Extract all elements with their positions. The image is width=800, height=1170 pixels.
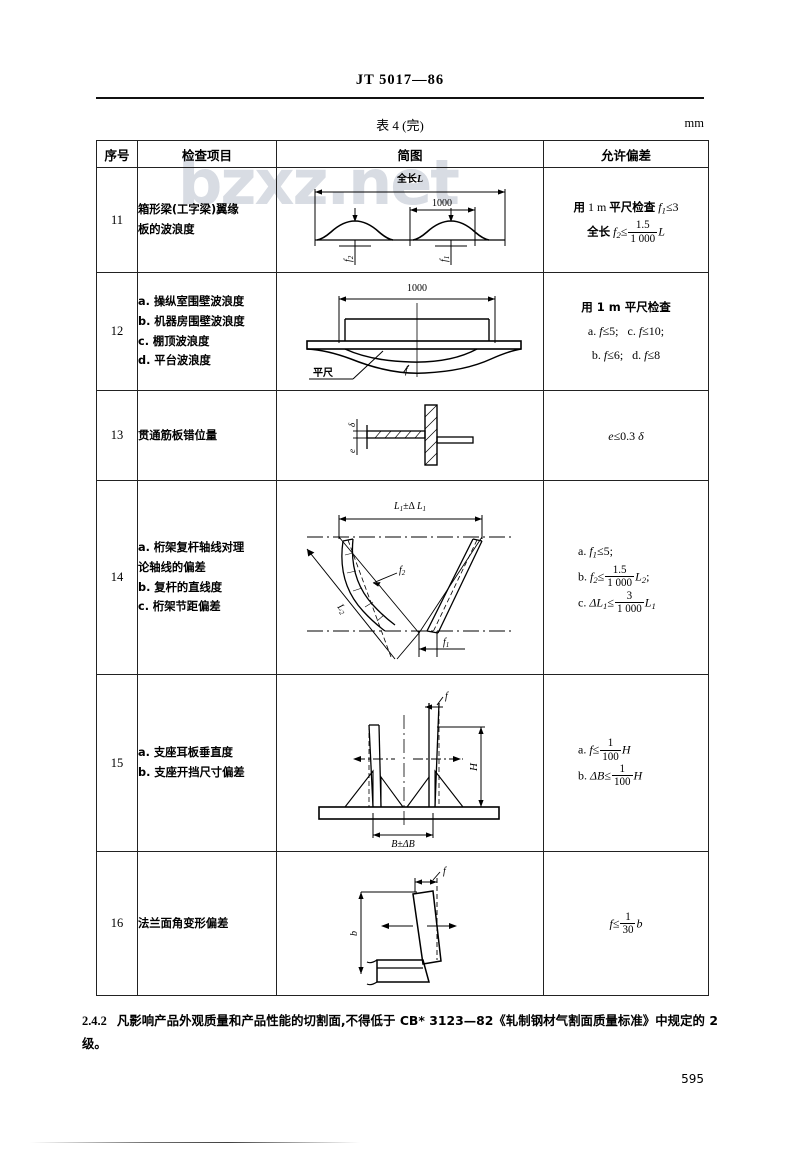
inspection-item: a. 桁架复杆轴线对理 论轴线的偏差 b. 复杆的直线度 c. 桁架节距偏差 <box>137 480 277 675</box>
tolerance-cell: 用 1 m 平尺检查 a. f≤5; c. f≤10; b. f≤6; d. f… <box>543 272 709 391</box>
label-L1: L1±Δ L1 <box>393 501 426 513</box>
scan-artifact-line <box>30 1142 360 1143</box>
label-H: H <box>468 762 480 772</box>
tolerance-line: a. f≤5; c. f≤10; <box>587 324 665 338</box>
column-header-item: 检查项目 <box>137 140 277 168</box>
table-row: 14 a. 桁架复杆轴线对理 论轴线的偏差 b. 复杆的直线度 c. 桁架节距偏… <box>96 480 709 675</box>
column-header-no: 序号 <box>96 140 138 168</box>
item-line: a. 支座耳板垂直度 <box>138 746 233 760</box>
label-e: e <box>347 449 357 453</box>
label-ruler: 平尺 <box>313 367 333 379</box>
tolerance-line: e≤0.3 δ <box>608 428 644 443</box>
label-f: f <box>445 691 449 702</box>
figure-cell: 全长L 1000 <box>276 167 544 273</box>
tolerance-table: 序号 检查项目 简图 允许偏差 11 箱形梁(工字梁)翼缘 板的波浪度 全长L <box>96 140 709 996</box>
label-f: f <box>443 866 447 877</box>
row-number: 12 <box>96 272 138 391</box>
figure-cell: L1±Δ L1 <box>276 480 544 675</box>
table-row: 15 a. 支座耳板垂直度 b. 支座开挡尺寸偏差 f <box>96 674 709 852</box>
flange-angular-distortion-diagram: f <box>349 866 457 986</box>
item-line: 论轴线的偏差 <box>138 560 206 574</box>
label-L2: L2 <box>333 601 349 617</box>
item-line: c. 桁架节距偏差 <box>138 600 221 614</box>
bearing-lug-diagram: f <box>318 691 500 850</box>
label-f2: f2 <box>343 255 355 262</box>
item-line: 贯通筋板错位量 <box>138 428 218 442</box>
unit-label: mm <box>684 116 704 130</box>
label-f: f <box>405 365 409 376</box>
table-row: 16 法兰面角变形偏差 f <box>96 851 709 996</box>
row-number: 16 <box>96 851 138 996</box>
inspection-item: a. 操纵室围壁波浪度 b. 机器房围壁波浪度 c. 棚顶波浪度 d. 平台波浪… <box>137 272 277 391</box>
table-header-row: 序号 检查项目 简图 允许偏差 <box>96 140 709 168</box>
tolerance-line: 用 1 m 平尺检查 f1≤3 <box>573 199 679 216</box>
item-line: a. 操纵室围壁波浪度 <box>138 294 245 308</box>
rib-plate-offset-diagram: δ e <box>347 404 474 466</box>
table-caption: 表 4 (完) <box>376 118 424 133</box>
label-B: B±ΔB <box>391 839 415 850</box>
inspection-item: 贯通筋板错位量 <box>137 390 277 481</box>
inspection-item: 法兰面角变形偏差 <box>137 851 277 996</box>
item-line: b. 复杆的直线度 <box>138 580 223 594</box>
tolerance-line: a. f1≤5; <box>578 544 613 560</box>
wave-flange-diagram: 全长L 1000 <box>314 172 506 265</box>
label-1000: 1000 <box>407 283 427 294</box>
item-line: a. 桁架复杆轴线对理 <box>138 540 245 554</box>
inspection-item: a. 支座耳板垂直度 b. 支座开挡尺寸偏差 <box>137 674 277 852</box>
label-1000: 1000 <box>432 198 452 209</box>
row-number: 13 <box>96 390 138 481</box>
row-number: 11 <box>96 167 138 273</box>
item-line: c. 棚顶波浪度 <box>138 334 210 348</box>
label-f2: f2 <box>399 565 406 577</box>
figure-cell: δ e <box>276 390 544 481</box>
paragraph-index: 2.4.2 <box>82 1014 107 1028</box>
figure-cell: f <box>276 674 544 852</box>
figure-cell: f <box>276 851 544 996</box>
item-line: b. 机器房围壁波浪度 <box>138 314 245 328</box>
header-rule <box>96 97 704 99</box>
row-number: 15 <box>96 674 138 852</box>
page-title: JT 5017—86 <box>355 72 445 88</box>
wall-waviness-diagram: 1000 <box>306 283 522 380</box>
label-b: b <box>349 931 360 936</box>
item-line: 法兰面角变形偏差 <box>138 916 229 930</box>
tolerance-line: 用 1 m 平尺检查 <box>581 300 671 314</box>
table-row: 12 a. 操纵室围壁波浪度 b. 机器房围壁波浪度 c. 棚顶波浪度 d. 平… <box>96 272 709 391</box>
figure-cell: 1000 <box>276 272 544 391</box>
truss-diagram: L1±Δ L1 <box>306 501 513 660</box>
label-delta: δ <box>347 422 357 427</box>
item-line: 板的波浪度 <box>138 223 195 236</box>
tolerance-line: b. f≤6; d. f≤8 <box>591 348 661 362</box>
row-number: 14 <box>96 480 138 675</box>
table-row: 13 贯通筋板错位量 <box>96 390 709 481</box>
page-number: 595 <box>681 1072 704 1086</box>
item-line: b. 支座开挡尺寸偏差 <box>138 766 245 779</box>
paragraph-text: 凡影响产品外观质量和产品性能的切割面,不得低于 CB* 3123—82《轧制钢材… <box>82 1013 718 1051</box>
label-f1: f1 <box>439 256 451 262</box>
column-header-tolerance: 允许偏差 <box>543 140 709 168</box>
column-header-figure: 简图 <box>276 140 544 168</box>
table-row: 11 箱形梁(工字梁)翼缘 板的波浪度 全长L 1000 <box>96 167 709 273</box>
tolerance-cell: e≤0.3 δ <box>543 390 709 481</box>
item-line: 箱形梁(工字梁)翼缘 <box>138 203 239 217</box>
label-overall-length: 全长L <box>396 172 423 185</box>
inspection-item: 箱形梁(工字梁)翼缘 板的波浪度 <box>137 167 277 273</box>
item-line: d. 平台波浪度 <box>138 354 211 368</box>
label-f1: f1 <box>443 637 449 649</box>
